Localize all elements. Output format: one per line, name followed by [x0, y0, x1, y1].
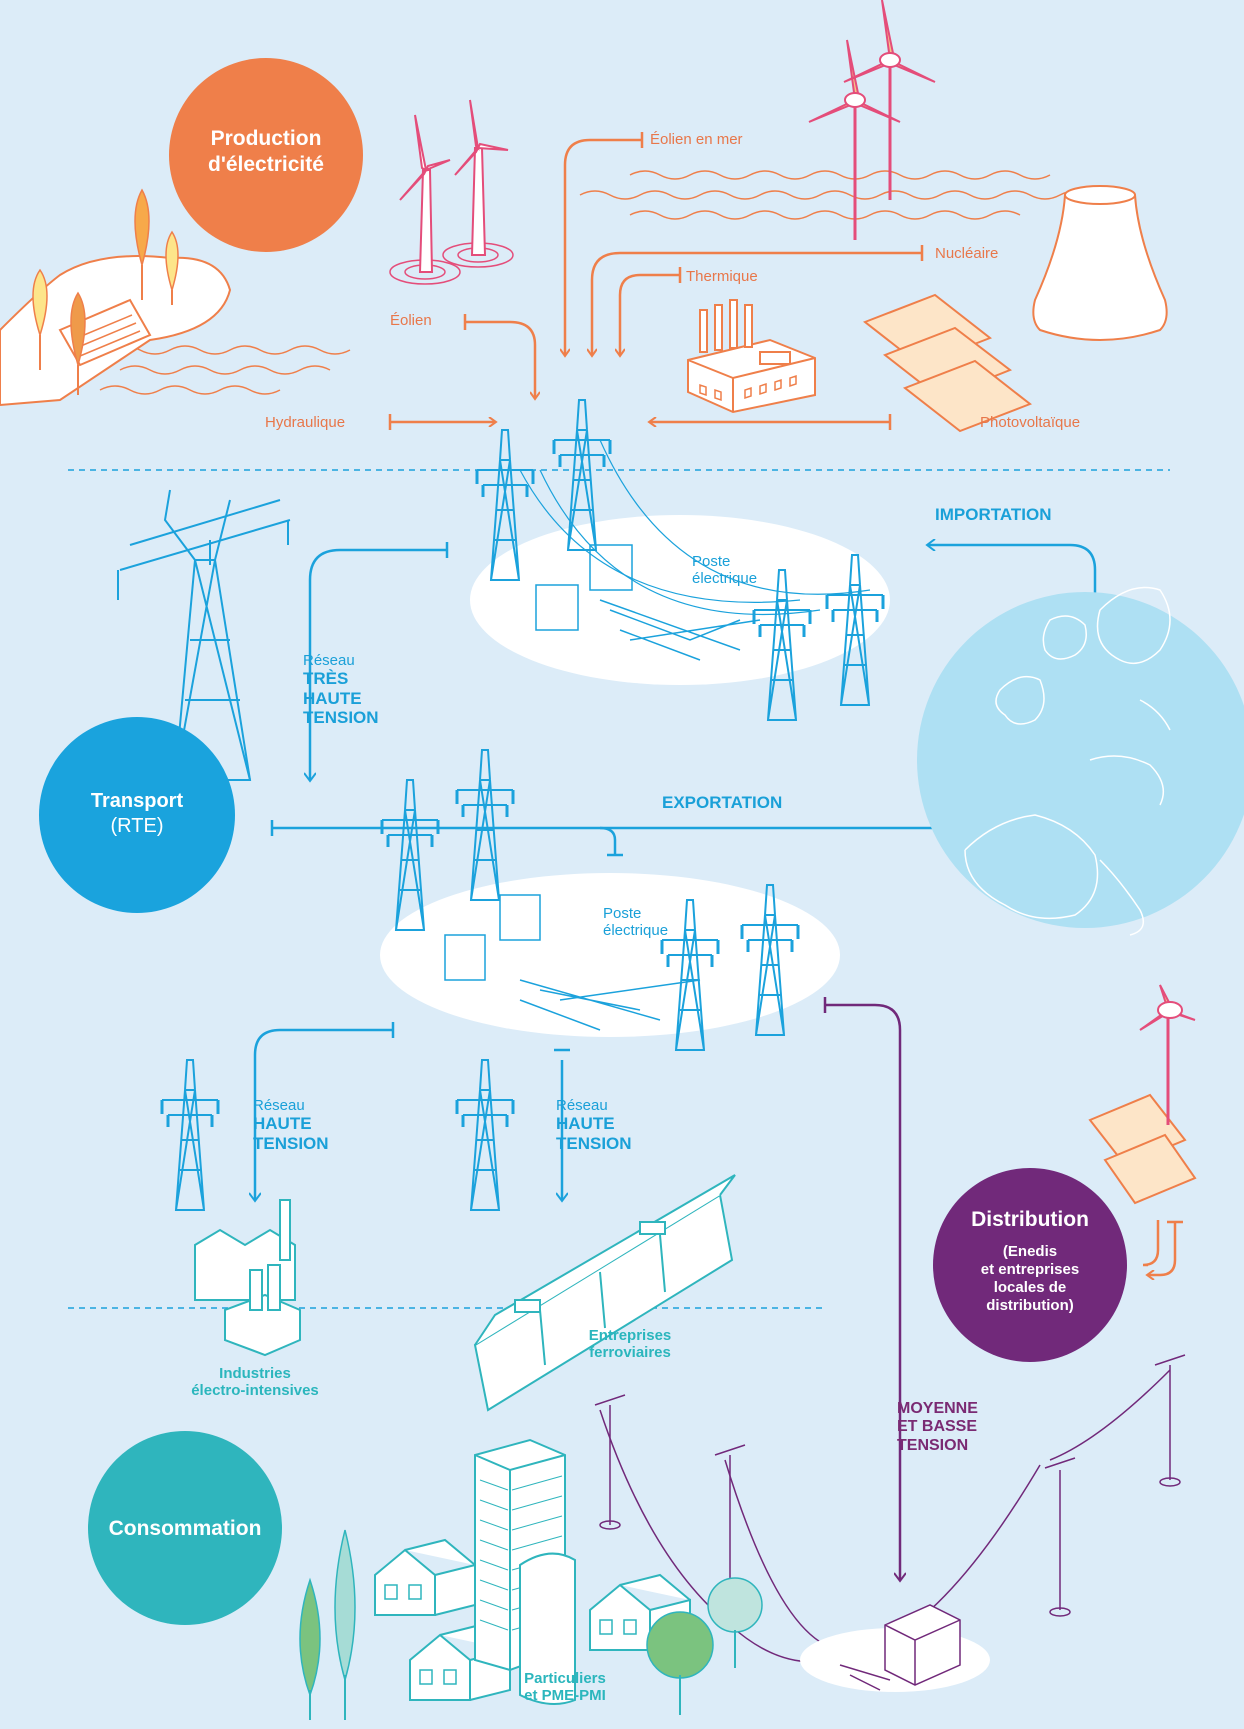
- transport-circle: [39, 717, 235, 913]
- label-reseau-ht-left: Réseau HAUTE TENSION: [253, 1097, 329, 1153]
- label-eolien-mer: Éolien en mer: [650, 131, 743, 148]
- consommation-title: Consommation: [108, 1517, 262, 1540]
- substation-bottom: [380, 873, 840, 1037]
- label-nucleaire: Nucléaire: [935, 245, 999, 262]
- distribution-title: Distribution: [971, 1208, 1089, 1231]
- onshore-wind-illustration: [389, 99, 514, 285]
- label-photovoltaique: Photovoltaïque: [980, 414, 1081, 431]
- distribution-circle: [933, 1168, 1127, 1362]
- substation-top: [470, 515, 890, 685]
- industry-illustration: [194, 1199, 301, 1357]
- label-moyenne-basse-tension: MOYENNE ET BASSE TENSION: [897, 1400, 978, 1454]
- buildings-illustration: [374, 1438, 691, 1705]
- label-reseau-ht-right: Réseau HAUTE TENSION: [556, 1097, 632, 1153]
- production-circle: [169, 58, 363, 252]
- solar-panels-icon: [862, 293, 1033, 433]
- big-pylon-illustration: [117, 489, 291, 781]
- production-title: Production d'électricité: [208, 127, 324, 177]
- consommation-circle: [88, 1431, 282, 1625]
- globe-europe: [917, 592, 1244, 928]
- thermal-plant-icon: [687, 299, 816, 414]
- label-hydraulique: Hydraulique: [265, 414, 346, 431]
- transport-subtitle: (RTE): [110, 815, 164, 837]
- tram-illustration: [473, 1174, 736, 1412]
- transport-title: Transport: [90, 790, 184, 812]
- label-thermique: Thermique: [686, 268, 758, 285]
- distribution-subtitle: (Enedis et entreprises locales de distri…: [980, 1243, 1080, 1314]
- label-reseau-tht: Réseau TRÈS HAUTE TENSION: [303, 652, 379, 728]
- label-exportation: EXPORTATION: [662, 793, 783, 812]
- label-eolien: Éolien: [390, 312, 432, 329]
- label-importation: IMPORTATION: [935, 505, 1052, 524]
